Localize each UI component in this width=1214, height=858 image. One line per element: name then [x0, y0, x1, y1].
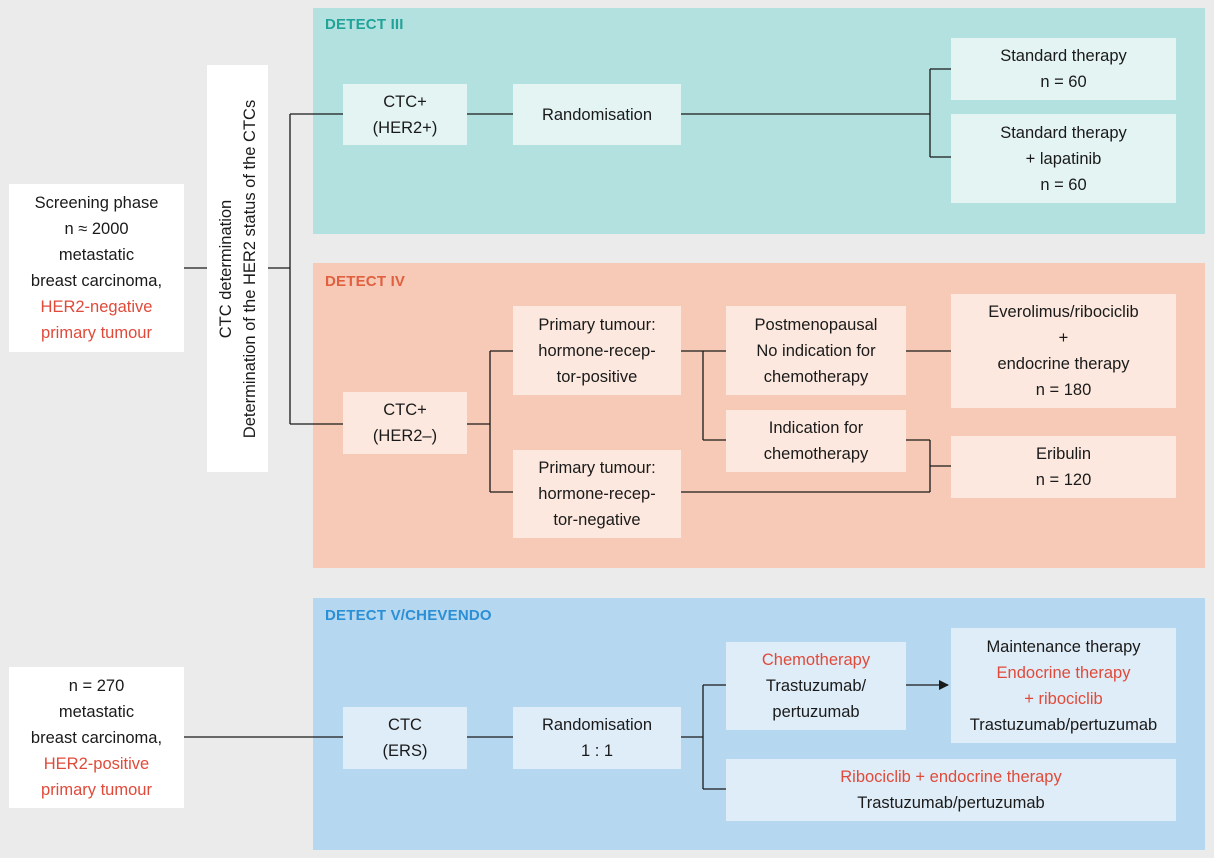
d4-ctc-her2neg-box: CTC+ (HER2–) — [343, 392, 467, 454]
d4-everolimus-line: endocrine therapy — [997, 355, 1130, 373]
d5-chemo-line: Trastuzumab/ — [765, 677, 867, 695]
d4-postmeno-line: No indication for — [756, 341, 876, 360]
d5-population-her2: HER2-positive — [43, 754, 150, 773]
d5-population-line: breast carcinoma, — [30, 728, 163, 747]
detect-iv-title: DETECT IV — [325, 273, 406, 290]
screening-phase-box: Screening phase n ≈ 2000 metastatic brea… — [9, 184, 184, 352]
screening-line: metastatic — [58, 246, 135, 264]
d5-ctc-line: CTC — [388, 716, 422, 734]
ctc-determination-label: CTC determination — [216, 199, 235, 338]
d5-ribociclib-box: Ribociclib + endocrine therapy Trastuzum… — [726, 759, 1176, 821]
d3-arm1-line: Standard therapy — [1000, 47, 1127, 65]
d5-ribociclib-red: Ribociclib + endocrine therapy — [840, 768, 1062, 786]
d4-eribulin-box: Eribulin n = 120 — [951, 436, 1176, 498]
d4-hr-negative-box: Primary tumour: hormone-recep- tor-negat… — [513, 450, 681, 538]
d4-hrpos-line: Primary tumour: — [538, 315, 656, 334]
d5-ctc-ers-box: CTC (ERS) — [343, 707, 467, 769]
d4-eribulin-line: Eribulin — [1035, 445, 1092, 463]
d4-hrpos-line: tor-positive — [556, 367, 638, 386]
screening-line-her2: primary tumour — [41, 324, 152, 342]
d4-everolimus-line: Everolimus/ribociclib — [988, 303, 1139, 321]
d5-maintenance-line: Trastuzumab/pertuzumab — [969, 715, 1158, 734]
screening-line: Screening phase — [34, 194, 159, 212]
d4-indication-line: Indication for — [768, 419, 864, 437]
d5-ctc-line: (ERS) — [382, 742, 428, 760]
d5-randomisation-box: Randomisation 1 : 1 — [513, 707, 681, 769]
screening-line: breast carcinoma, — [30, 272, 163, 290]
d3-ctc-her2pos-box: CTC+ (HER2+) — [343, 84, 467, 145]
d4-ctc-line: (HER2–) — [372, 427, 438, 445]
d4-postmeno-line: chemotherapy — [763, 367, 869, 386]
d4-postmenopausal-box: Postmenopausal No indication for chemoth… — [726, 306, 906, 395]
ctc-determination-box: CTC determination Determination of the H… — [207, 65, 268, 472]
d4-indication-line: chemotherapy — [763, 445, 869, 463]
d4-eribulin-line: n = 120 — [1035, 471, 1092, 489]
d3-ctc-line: CTC+ — [383, 92, 427, 111]
d5-population-her2: primary tumour — [41, 780, 152, 799]
d3-standard-therapy-box: Standard therapy n = 60 — [951, 38, 1176, 100]
d4-everolimus-box: Everolimus/ribociclib + endocrine therap… — [951, 294, 1176, 408]
d4-hrneg-line: hormone-recep- — [538, 485, 656, 503]
d4-everolimus-line: + — [1058, 329, 1069, 347]
d3-arm2-line: Standard therapy — [1000, 123, 1127, 142]
d5-randomisation-line: 1 : 1 — [580, 742, 614, 760]
d4-hrneg-line: tor-negative — [553, 511, 641, 529]
d4-everolimus-line: n = 180 — [1035, 381, 1092, 399]
d5-chemo-red: Chemotherapy — [761, 651, 871, 669]
d4-indication-chemo-box: Indication for chemotherapy — [726, 410, 906, 472]
d3-lapatinib-box: Standard therapy + lapatinib n = 60 — [951, 114, 1176, 203]
d3-randomisation-label: Randomisation — [541, 105, 653, 124]
d3-arm2-line: n = 60 — [1040, 175, 1087, 194]
d5-population-line: metastatic — [58, 702, 135, 721]
d5-maintenance-red: + ribociclib — [1024, 689, 1103, 708]
detect-iii-title: DETECT III — [325, 16, 404, 33]
her2-status-label: Determination of the HER2 status of the … — [240, 99, 259, 438]
d4-hrneg-line: Primary tumour: — [538, 459, 656, 477]
d3-randomisation-box: Randomisation — [513, 84, 681, 145]
d5-chemo-line: pertuzumab — [772, 703, 860, 721]
d5-maintenance-line: Maintenance therapy — [986, 637, 1141, 656]
d5-randomisation-line: Randomisation — [541, 716, 653, 734]
d3-ctc-line: (HER2+) — [372, 118, 438, 137]
d4-hrpos-line: hormone-recep- — [538, 341, 656, 360]
d3-arm2-line: + lapatinib — [1025, 149, 1102, 168]
detect-v-title: DETECT V/CHEVENDO — [325, 607, 492, 624]
d4-postmeno-line: Postmenopausal — [754, 315, 878, 334]
d4-hr-positive-box: Primary tumour: hormone-recep- tor-posit… — [513, 306, 681, 395]
d4-ctc-line: CTC+ — [383, 401, 427, 419]
d3-arm1-line: n = 60 — [1040, 73, 1087, 91]
screening-line-her2: HER2-negative — [40, 298, 153, 316]
screening-line: n ≈ 2000 — [64, 220, 129, 238]
d5-population-box: n = 270 metastatic breast carcinoma, HER… — [9, 667, 184, 808]
d5-chemotherapy-box: Chemotherapy Trastuzumab/ pertuzumab — [726, 642, 906, 730]
d5-population-line: n = 270 — [68, 676, 125, 695]
d5-maintenance-red: Endocrine therapy — [996, 663, 1131, 682]
d5-ribociclib-line: Trastuzumab/pertuzumab — [857, 794, 1045, 812]
d5-maintenance-box: Maintenance therapy Endocrine therapy + … — [951, 628, 1176, 743]
